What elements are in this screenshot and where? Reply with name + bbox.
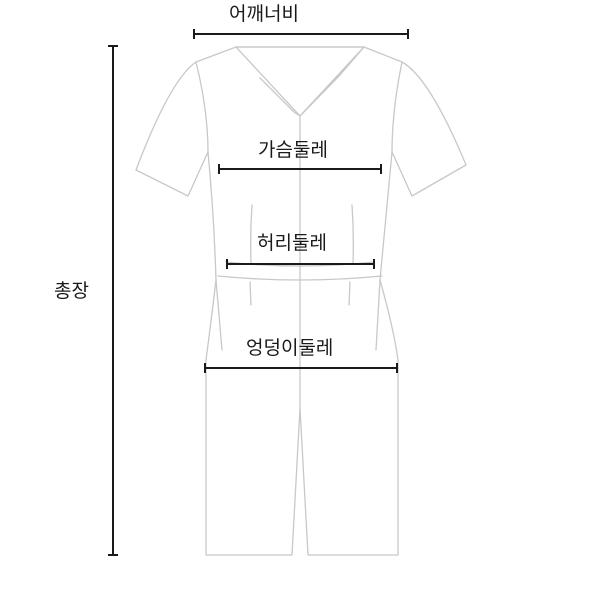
collar-left (235, 46, 301, 117)
right-bodice-dart (351, 204, 354, 264)
waist-circumference-label: 허리둘레 (257, 232, 327, 254)
right-sleeve-seam (391, 61, 403, 153)
right-side-panel (375, 279, 381, 351)
left-bodice-dart (250, 204, 253, 264)
right-trouser-dart (348, 281, 351, 306)
waistband-bottom (217, 275, 383, 281)
total-length-label: 총장 (54, 280, 89, 302)
jumpsuit-outline (135, 46, 467, 556)
hip-circumference-label: 엉덩이둘레 (246, 337, 334, 359)
chest-circumference-label: 가슴둘레 (258, 139, 328, 161)
left-side-panel (215, 279, 223, 351)
shoulder-width-label: 어깨너비 (229, 3, 299, 25)
left-trouser-dart (249, 281, 252, 306)
collar-right (299, 46, 365, 117)
left-sleeve-seam (195, 61, 209, 153)
measure-lines (108, 29, 409, 556)
